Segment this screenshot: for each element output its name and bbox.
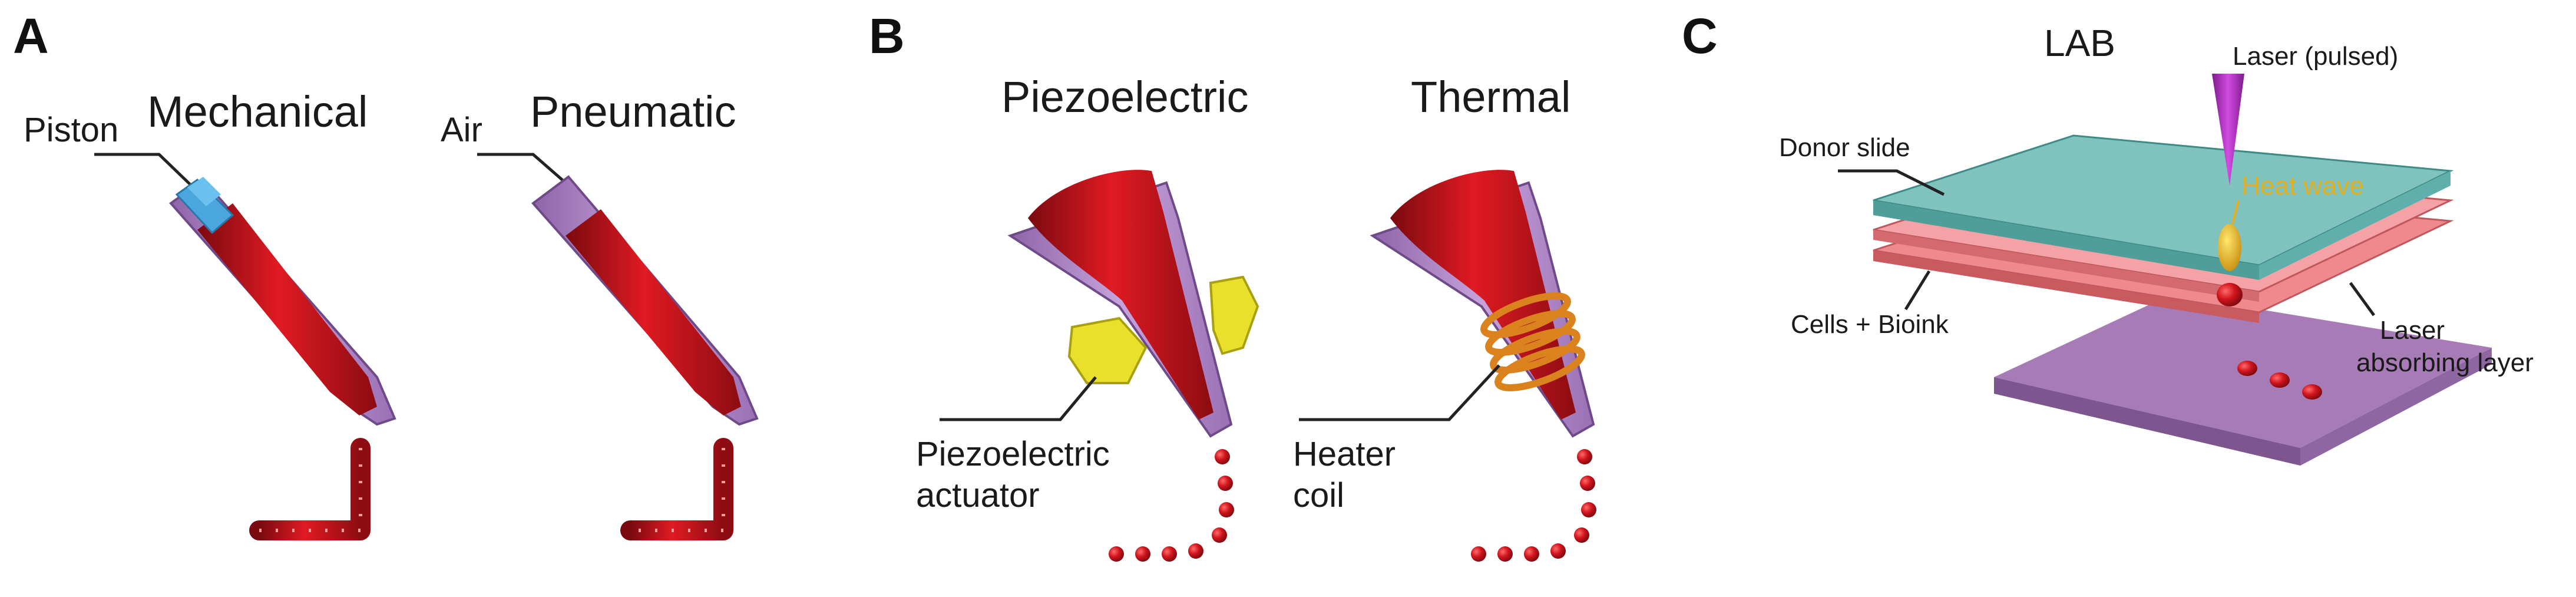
absorbing-layer-label-line2: absorbing layer — [2356, 348, 2534, 377]
panel-c: C LAB Laser (pulsed) Donor slide Heat wa… — [1682, 8, 2534, 466]
thermal-droplets — [1471, 449, 1596, 562]
air-label: Air — [441, 111, 482, 149]
droplet — [1580, 476, 1595, 491]
droplet — [1188, 543, 1203, 559]
droplet — [1219, 502, 1234, 517]
piezo-actuator-leader — [940, 376, 1097, 421]
heat-wave-leader — [2231, 200, 2240, 225]
heat-wave-bubble — [2218, 224, 2241, 271]
laser-label: Laser (pulsed) — [2233, 42, 2398, 71]
absorbing-layer-leader — [2349, 282, 2376, 316]
heater-coil-label-line2: coil — [1293, 476, 1344, 514]
piezoelectric-printhead: Piezoelectric Piezoelectric actuator — [916, 72, 1259, 562]
droplet — [1574, 527, 1589, 543]
panel-a: A Mechanical Piston Pneumatic Air — [13, 8, 759, 540]
donor-slide-side-edge — [2259, 171, 2451, 280]
coil-turn — [1494, 345, 1585, 391]
piston-rod — [187, 177, 221, 206]
donor-slide-label: Donor slide — [1779, 133, 1910, 162]
coil-turn — [1485, 310, 1576, 356]
pneumatic-filament — [620, 438, 733, 540]
droplet — [1109, 546, 1124, 562]
piston-leader-line — [94, 153, 193, 187]
ejected-droplet — [2217, 283, 2243, 306]
mechanical-extruder: Mechanical Piston — [24, 87, 396, 540]
droplet — [1550, 543, 1566, 559]
piezo-actuator-right — [1209, 275, 1259, 355]
air-leader-line — [477, 153, 567, 184]
droplet — [2270, 372, 2290, 388]
pneumatic-extruder: Pneumatic Air — [441, 87, 759, 540]
piezo-droplets — [1109, 449, 1234, 562]
piezoelectric-title: Piezoelectric — [1001, 72, 1249, 121]
pneumatic-filament-texture — [630, 448, 725, 532]
droplet — [1212, 527, 1227, 543]
cells-bioink-leader — [1904, 270, 1931, 311]
droplet — [2237, 361, 2257, 376]
donor-slide-leader — [1838, 169, 1945, 196]
mechanical-bioink — [197, 203, 377, 415]
droplet — [1215, 449, 1230, 464]
mechanical-filament — [249, 438, 371, 540]
mechanical-title: Mechanical — [147, 87, 368, 136]
panel-b-letter: B — [869, 8, 905, 64]
piezo-actuator-label-line2: actuator — [916, 476, 1040, 514]
cells-bioink-front-edge — [1873, 250, 2259, 323]
droplet — [1135, 546, 1150, 562]
piston-plunger — [175, 179, 234, 235]
coil-turn — [1490, 328, 1580, 374]
pneumatic-bioink — [566, 209, 741, 415]
thermal-printhead: Thermal Heater coil — [1293, 72, 1596, 562]
lab-title: LAB — [2044, 22, 2115, 64]
heater-coil-label-line1: Heater — [1293, 435, 1396, 473]
piezo-actuator-label-line1: Piezoelectric — [916, 435, 1110, 473]
panel-a-letter: A — [13, 8, 49, 64]
printed-droplets — [2237, 361, 2322, 400]
piezo-bioink — [1028, 170, 1213, 420]
coil-turn — [1480, 292, 1571, 338]
donor-slide-front-edge — [1873, 200, 2259, 280]
droplet — [1162, 546, 1177, 562]
piston-label: Piston — [24, 111, 118, 149]
droplet — [1581, 502, 1596, 517]
substrate-front-edge — [1994, 377, 2300, 466]
absorbing-layer-label-line1: Laser — [2380, 316, 2445, 345]
heater-coil-leader — [1299, 364, 1500, 421]
substrate-side-edge — [2300, 348, 2492, 466]
panel-c-letter: C — [1682, 8, 1718, 64]
pulsed-laser-beam — [2212, 74, 2244, 186]
heater-coil — [1480, 292, 1585, 391]
droplet — [1577, 449, 1592, 464]
droplet — [1471, 546, 1486, 562]
thermal-title: Thermal — [1411, 72, 1570, 121]
heat-wave-label: Heat wave — [2241, 171, 2364, 200]
droplet — [1497, 546, 1513, 562]
piezo-actuator-left — [1067, 316, 1148, 384]
droplet — [1218, 476, 1233, 491]
droplet — [1524, 546, 1539, 562]
absorbing-layer-front-edge — [1873, 230, 2259, 302]
panel-b: B Piezoelectric Piezoelectric actuator — [869, 8, 1596, 562]
pneumatic-title: Pneumatic — [530, 87, 736, 136]
mechanical-filament-texture — [259, 448, 362, 532]
cells-bioink-label: Cells + Bioink — [1791, 310, 1949, 339]
droplet — [2302, 384, 2322, 400]
